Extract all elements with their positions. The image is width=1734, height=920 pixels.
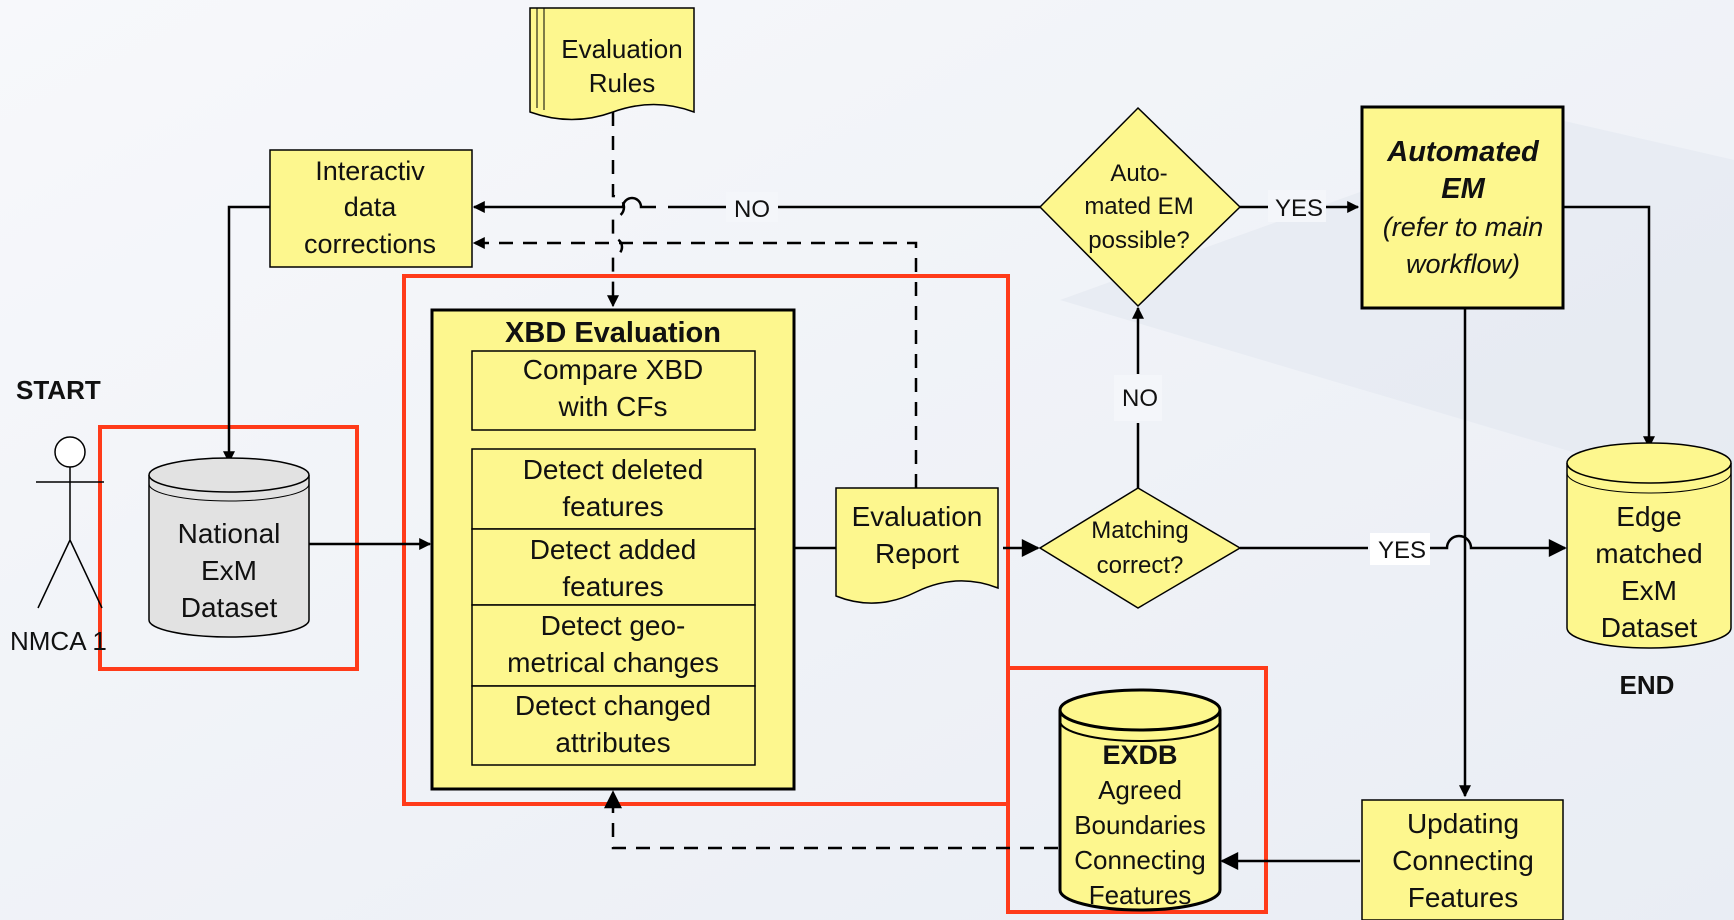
edge-matched-line-1: Edge [1616,501,1681,532]
national-dataset-db[interactable]: National ExM Dataset [148,457,310,638]
dashed-connectors [472,112,1058,850]
xbd-title: XBD Evaluation [505,317,721,349]
updating-line-1: Updating [1407,808,1519,839]
interactive-line-1: Interactiv [315,156,425,186]
automated-title-1: Automated [1386,136,1540,168]
evaluation-report-line-2: Report [875,538,959,569]
decision-match-line-2: correct? [1097,552,1184,579]
evaluation-rules-line-2: Rules [589,68,655,98]
actor-label: NMCA 1 [10,626,107,656]
connectors [223,198,1655,870]
updating-line-3: Features [1408,882,1519,913]
evaluation-rules-doc[interactable]: Evaluation Rules [529,7,695,121]
national-line-2: ExM [201,555,257,586]
decision-auto-line-3: possible? [1088,227,1189,254]
arrow-interactive-to-national [223,205,270,464]
label-no-mid: NO [1122,385,1158,412]
edge-matched-line-4: Dataset [1601,612,1698,643]
label-no-top: NO [734,196,770,223]
xbd-step-1-line-2: with CFs [558,391,668,422]
arrow-automated-to-edge [1563,205,1655,449]
updating-line-2: Connecting [1392,845,1534,876]
national-line-3: Dataset [181,592,278,623]
arrow-match-yes-to-edge [1240,536,1565,548]
evaluation-rules-line-1: Evaluation [561,34,682,64]
xbd-step-4-line-1: Detect geo- [541,610,686,641]
highlight-exdb [1006,666,1268,914]
xbd-step-added[interactable] [471,528,756,606]
interactive-line-2: data [344,192,398,222]
automated-em-box[interactable]: Automated EM (refer to main workflow) [1360,105,1565,310]
label-yes-bottom: YES [1378,537,1426,564]
exdb-line-1: Agreed [1098,775,1182,805]
dashed-report-to-interactive [472,237,918,488]
xbd-step-compare[interactable] [471,350,756,431]
updating-connecting-features-box[interactable]: Updating Connecting Features [1361,799,1564,920]
xbd-step-attributes[interactable] [471,685,756,766]
actor-stick-figure-icon [36,436,104,609]
edge-matched-dataset-db[interactable]: Edge matched ExM Dataset [1566,442,1732,649]
edge-matched-line-3: ExM [1621,575,1677,606]
xbd-step-3-line-2: features [562,571,663,602]
exdb-db[interactable]: EXDB Agreed Boundaries Connecting Featur… [1058,688,1222,912]
label-yes-top: YES [1275,195,1323,222]
interactive-corrections-box[interactable]: Interactiv data corrections [269,149,473,268]
edge-labels: NO YES NO YES [726,190,1430,565]
edge-matched-line-2: matched [1595,538,1702,569]
xbd-step-deleted[interactable] [471,448,756,530]
xbd-step-5-line-2: attributes [555,727,670,758]
xbd-step-2-line-2: features [562,491,663,522]
decision-matching-correct[interactable]: Matching correct? [1038,487,1242,609]
evaluation-report-doc[interactable]: Evaluation Report [835,487,999,604]
decision-auto-line-2: mated EM [1084,193,1193,220]
decision-match-line-1: Matching [1091,517,1188,544]
xbd-step-5-line-1: Detect changed [515,690,711,721]
evaluation-report-line-1: Evaluation [852,501,983,532]
interactive-line-3: corrections [304,229,436,259]
xbd-step-3-line-1: Detect added [530,534,697,565]
decision-automated-possible[interactable]: Auto- mated EM possible? [1038,106,1242,308]
automated-sub-1: (refer to main [1383,212,1544,242]
xbd-step-2-line-1: Detect deleted [523,454,704,485]
highlight-xbd-evaluation [402,274,1010,806]
exdb-line-2: Boundaries [1074,810,1206,840]
end-label: END [1620,670,1675,700]
national-line-1: National [178,518,281,549]
exdb-line-3: Connecting [1074,845,1206,875]
dashed-exdb-to-xbd [604,790,1058,850]
start-label: START [16,375,101,405]
automated-title-2: EM [1441,173,1485,205]
xbd-step-1-line-1: Compare XBD [523,354,704,385]
xbd-step-4-line-2: metrical changes [507,647,719,678]
xbd-step-geometric[interactable] [471,604,756,687]
automated-sub-2: workflow) [1406,249,1520,279]
exdb-line-4: Features [1089,880,1192,910]
decision-auto-line-1: Auto- [1110,160,1167,187]
xbd-evaluation-box[interactable]: XBD Evaluation Compare XBD with CFs Dete… [430,308,796,791]
exdb-title: EXDB [1102,740,1177,770]
